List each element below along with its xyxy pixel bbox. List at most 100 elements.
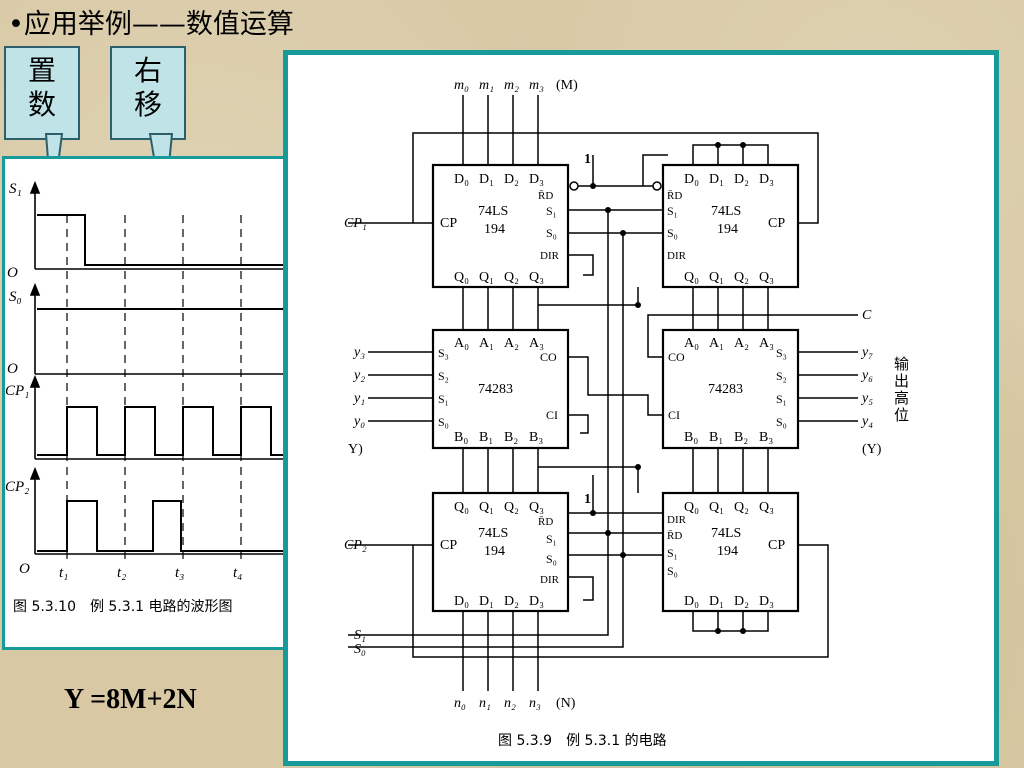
circuit-caption: 图 5.3.9 例 5.3.1 的电路: [498, 733, 667, 749]
chip-reg-bot-right: [661, 491, 800, 613]
rbr-d1: D₁: [709, 594, 724, 609]
rbl-s0: S₀: [546, 552, 557, 566]
rtr-q1: Q₁: [709, 270, 724, 285]
ar-a0: A₀: [684, 336, 699, 351]
rbr-name1: 74LS: [711, 526, 741, 541]
y-high-label: (Y): [862, 442, 882, 457]
origin-label-4: O: [19, 561, 30, 577]
rtl-s1: S₁: [546, 204, 557, 218]
s1-input-label: S₁: [354, 628, 366, 643]
rbr-dir: DIR: [667, 514, 687, 526]
rtl-d1: D₁: [479, 172, 494, 187]
y-low-label: Y): [348, 442, 363, 457]
rtl-q3: Q₃: [529, 270, 544, 285]
ar-a2: A₂: [734, 336, 749, 351]
rtl-rd: R̄D: [538, 190, 553, 202]
rbr-d3: D₃: [759, 594, 774, 609]
chip-reg-bot-left: [431, 491, 570, 613]
rbl-q3: Q₃: [529, 500, 544, 515]
rtr-d1: D₁: [709, 172, 724, 187]
rtl-q0: Q₀: [454, 270, 469, 285]
rbl-name1: 74LS: [478, 526, 508, 541]
y6-label: y₆: [860, 368, 873, 383]
ar-s2: S₂: [776, 369, 787, 383]
rbr-d2: D₂: [734, 594, 749, 609]
rtr-name2: 194: [717, 222, 738, 237]
al-a3: A₃: [529, 336, 544, 351]
m0-label: m₀: [454, 78, 469, 93]
y1-label: y₁: [352, 391, 365, 406]
al-a0: A₀: [454, 336, 469, 351]
rtl-d2: D₂: [504, 172, 519, 187]
signal-label-s0: S₀: [9, 289, 22, 305]
callout-shift-char2: 移: [133, 88, 162, 121]
rtl-name2: 194: [484, 222, 505, 237]
m1-label: m₁: [479, 78, 494, 93]
signal-label-cp2: CP₂: [5, 479, 29, 495]
tick-label-t3: t₃: [175, 565, 184, 581]
output-high-char1: 输: [894, 355, 909, 373]
callout-set: 置 数: [4, 46, 80, 140]
ar-s0: S₀: [776, 415, 787, 429]
callout-shift-char1: 右: [133, 54, 162, 87]
rtl-q1: Q₁: [479, 270, 494, 285]
n2-label: n₂: [504, 696, 516, 711]
circuit-panel: m₀ m₁ m₂ m₃ (M) n₀ n₁ n₂ n₃ (N) D₀ D₁ D₂…: [283, 50, 999, 766]
rtl-dir: DIR: [540, 250, 560, 262]
logic-one-bot: 1: [584, 492, 591, 507]
rtr-q0: Q₀: [684, 270, 699, 285]
slide-title: •应用举例——数值运算: [8, 9, 294, 40]
m2-label: m₂: [504, 78, 519, 93]
chip-reg-top-left: [431, 163, 570, 289]
ar-a3: A₃: [759, 336, 774, 351]
y7-label: y₇: [860, 345, 873, 360]
al-s3: S₃: [438, 346, 449, 360]
m-group-label: (M): [556, 78, 578, 93]
ar-b0: B₀: [684, 430, 698, 445]
callout-shift: 右 移: [110, 46, 186, 140]
rbl-d2: D₂: [504, 594, 519, 609]
carry-label: C: [862, 308, 872, 323]
ar-co: CO: [668, 350, 685, 364]
rbr-d0: D₀: [684, 594, 699, 609]
rtl-q2: Q₂: [504, 270, 519, 285]
n3-label: n₃: [529, 696, 541, 711]
ar-s1: S₁: [776, 392, 787, 406]
y3-label: y₃: [352, 345, 365, 360]
rbr-q2: Q₂: [734, 500, 749, 515]
rtl-s0: S₀: [546, 226, 557, 240]
al-b1: B₁: [479, 430, 493, 445]
n1-label: n₁: [479, 696, 491, 711]
s0-input-label: S₀: [354, 642, 366, 657]
rtr-dir: DIR: [667, 250, 687, 262]
rbl-q2: Q₂: [504, 500, 519, 515]
n-group-label: (N): [556, 696, 576, 711]
rbl-d0: D₀: [454, 594, 469, 609]
rtr-rd: R̄D: [667, 190, 682, 202]
y2-label: y₂: [352, 368, 365, 383]
m3-label: m₃: [529, 78, 544, 93]
tick-label-t1: t₁: [59, 565, 68, 581]
rtl-d3: D₃: [529, 172, 544, 187]
rbr-cp: CP: [768, 538, 785, 553]
rtr-cp: CP: [768, 216, 785, 231]
signal-label-s1: S₁: [9, 181, 22, 197]
al-a1: A₁: [479, 336, 494, 351]
tick-label-t4: t₄: [233, 565, 242, 581]
rbr-s1: S₁: [667, 546, 678, 560]
n0-label: n₀: [454, 696, 466, 711]
al-b0: B₀: [454, 430, 468, 445]
output-high-char2: 出: [894, 372, 909, 390]
rbl-s1: S₁: [546, 532, 557, 546]
callout-set-char2: 数: [27, 88, 56, 121]
rbr-rd: R̄D: [667, 530, 682, 542]
rtl-cp: CP: [440, 216, 457, 231]
cp2-label: CP₂: [344, 538, 367, 553]
rbl-q1: Q₁: [479, 500, 494, 515]
chip-adder-right: [661, 328, 800, 450]
rbr-q3: Q₃: [759, 500, 774, 515]
rbr-s0: S₀: [667, 564, 678, 578]
ar-ci: CI: [668, 408, 680, 422]
waveform-caption: 图 5.3.10 例 5.3.1 电路的波形图: [13, 599, 233, 615]
al-b2: B₂: [504, 430, 518, 445]
